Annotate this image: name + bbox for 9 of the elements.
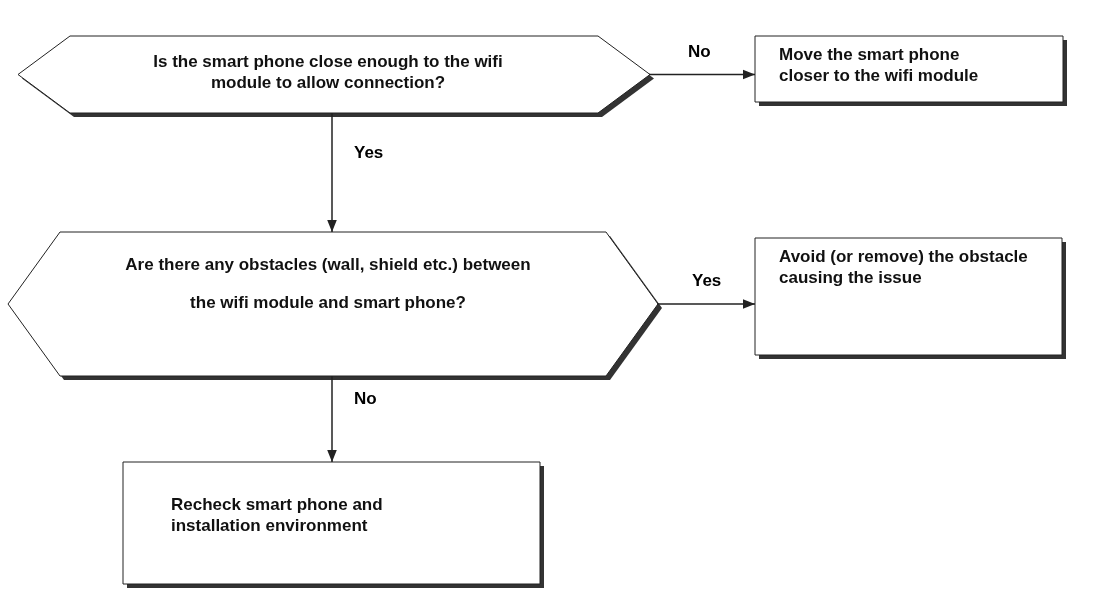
- node-text: Move the smart phone closer to the wifi module: [779, 44, 980, 86]
- node-text: Avoid (or remove) the obstacle causing the issue: [779, 246, 1029, 288]
- node-text: Are there any obstacles (wall, shield etc.) between the wifi module and smart phone?: [124, 254, 532, 314]
- arrow: [656, 299, 756, 309]
- arrow: [327, 112, 337, 233]
- arrow: [327, 375, 337, 463]
- arrow: [648, 69, 756, 80]
- node-text: Is the smart phone close enough to the wifi module to allow connection?: [152, 51, 504, 93]
- node-text: Recheck smart phone and installation environment: [171, 494, 384, 536]
